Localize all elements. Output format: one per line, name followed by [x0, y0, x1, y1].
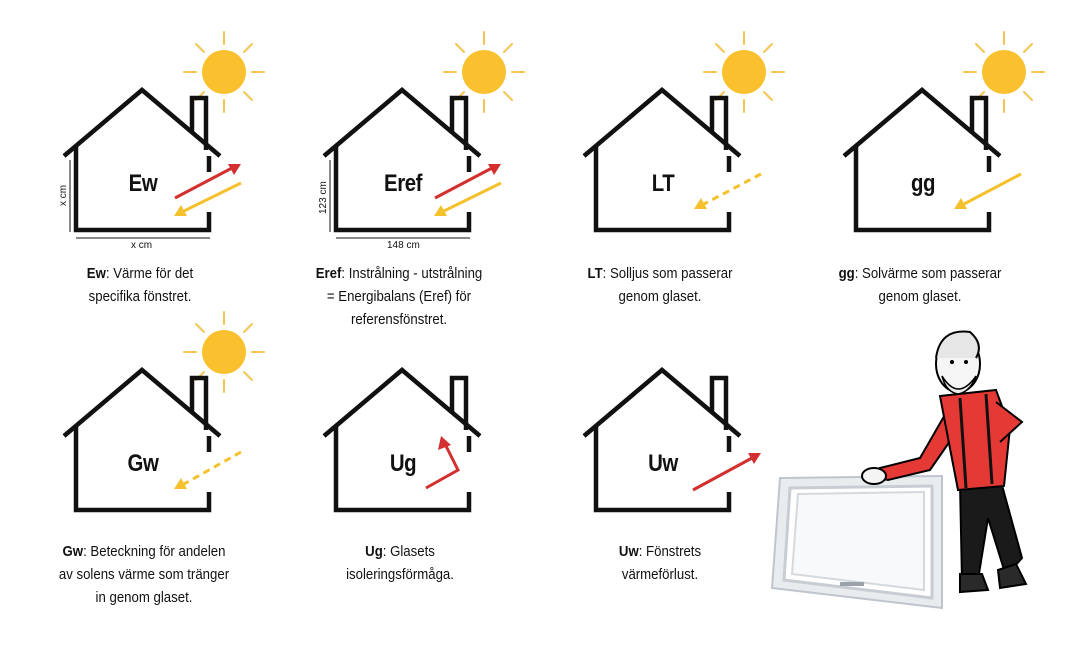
house-eref-diagram: [322, 31, 525, 239]
sun-icon: [183, 31, 265, 113]
code-label: Ug: [389, 450, 417, 477]
caption-line: : Värme för det: [105, 265, 194, 282]
caption: LT: Solljus som passerar genom glaset.: [572, 262, 748, 308]
mascot-with-window-image: [770, 330, 1028, 610]
house-lt-diagram: [582, 31, 785, 233]
dim-vertical: 123 cm: [318, 181, 329, 214]
house-uw-diagram: [582, 367, 761, 513]
panel-eref: Eref 123 cm 148 cm Eref: Instrålning - u…: [260, 0, 530, 330]
caption-line: : Beteckning för andelen: [83, 543, 226, 560]
caption-line: av solens värme som tränger: [58, 566, 230, 583]
yellow-dashed-arrow-icon: [694, 172, 762, 209]
window-image: [770, 474, 943, 610]
code-label: Ew: [128, 170, 158, 197]
caption-line: genom glaset.: [618, 288, 702, 305]
panel-ug: Ug Ug: Glasets isoleringsförmåga.: [260, 290, 530, 620]
mascot-shoes: [959, 562, 1028, 594]
house-icon: [582, 367, 742, 513]
caption: Uw: Fönstrets värmeförlust.: [572, 540, 748, 586]
caption-line: : Instrålning - utstrålning: [341, 265, 483, 282]
panel-ew: Ew x cm x cm Ew: Värme för det specifika…: [0, 0, 270, 310]
caption-line: referensfönstret.: [350, 311, 448, 328]
caption: Eref: Instrålning - utstrålning = Energi…: [298, 262, 500, 331]
caption: gg: Solvärme som passerar genom glaset.: [832, 262, 1008, 308]
yellow-arrow-icon: [174, 181, 242, 216]
panel-gg: gg gg: Solvärme som passerar genom glase…: [780, 0, 1065, 310]
code-label: Eref: [384, 170, 422, 197]
house-ew-diagram: [62, 31, 265, 239]
house-ug-diagram: [322, 367, 482, 513]
caption-bold: Eref: [315, 265, 342, 282]
code-label: Uw: [648, 450, 678, 477]
house-icon: [582, 87, 742, 233]
panel-lt: LT LT: Solljus som passerar genom glaset…: [520, 0, 790, 310]
mascot-illustration: [760, 318, 1040, 623]
caption: Ew: Värme för det specifika fönstret.: [52, 262, 228, 308]
sun-icon: [963, 31, 1045, 113]
caption-line: genom glaset.: [878, 288, 962, 305]
caption-line: specifika fönstret.: [88, 288, 192, 305]
caption-bold: Gw: [62, 543, 84, 560]
dim-horizontal: x cm: [131, 240, 153, 251]
caption: Ug: Glasets isoleringsförmåga.: [312, 540, 488, 586]
yellow-arrow-icon: [434, 181, 502, 216]
yellow-dashed-arrow-icon: [174, 450, 242, 489]
caption-bold: Ug: [365, 543, 383, 560]
red-arrow-icon: [174, 164, 241, 200]
house-gw-diagram: [62, 311, 265, 513]
dimension-lines: [69, 160, 210, 239]
caption-bold: LT: [587, 265, 603, 282]
yellow-arrow-icon: [954, 172, 1022, 209]
red-bent-arrow-icon: [425, 436, 460, 490]
house-icon: [322, 87, 482, 233]
dimension-lines: [329, 160, 470, 239]
code-label: LT: [651, 170, 675, 197]
dim-vertical: x cm: [58, 184, 69, 206]
house-icon: [62, 367, 222, 513]
sun-icon: [703, 31, 785, 113]
sun-icon: [183, 311, 265, 393]
caption-line: : Glasets: [382, 543, 435, 560]
red-arrow-icon: [434, 164, 501, 200]
code-label: gg: [910, 170, 936, 197]
caption-bold: Ew: [86, 265, 106, 282]
mascot-head: [935, 330, 981, 395]
caption: Gw: Beteckning för andelen av solens vär…: [40, 540, 248, 609]
house-gg-diagram: [842, 31, 1045, 233]
caption-line: isoleringsförmåga.: [346, 566, 454, 583]
mascot-torso: [938, 388, 1024, 492]
caption-line: värmeförlust.: [621, 566, 699, 583]
caption-line: in genom glaset.: [95, 589, 193, 606]
house-icon: [322, 367, 482, 513]
house-icon: [62, 87, 222, 233]
panel-uw: Uw Uw: Fönstrets värmeförlust.: [520, 290, 780, 620]
panel-gw: Gw Gw: Beteckning för andelen av solens …: [0, 290, 270, 620]
caption-line: : Solljus som passerar: [602, 265, 733, 282]
caption-bold: Uw: [618, 543, 639, 560]
caption-line: = Energibalans (Eref) för: [326, 288, 472, 305]
caption-bold: gg: [838, 265, 855, 282]
house-icon: [842, 87, 1002, 233]
dim-horizontal: 148 cm: [387, 240, 420, 251]
caption-line: : Solvärme som passerar: [854, 265, 1002, 282]
code-label: Gw: [127, 450, 159, 477]
red-arrow-icon: [692, 453, 761, 492]
caption-line: : Fönstrets: [638, 543, 702, 560]
